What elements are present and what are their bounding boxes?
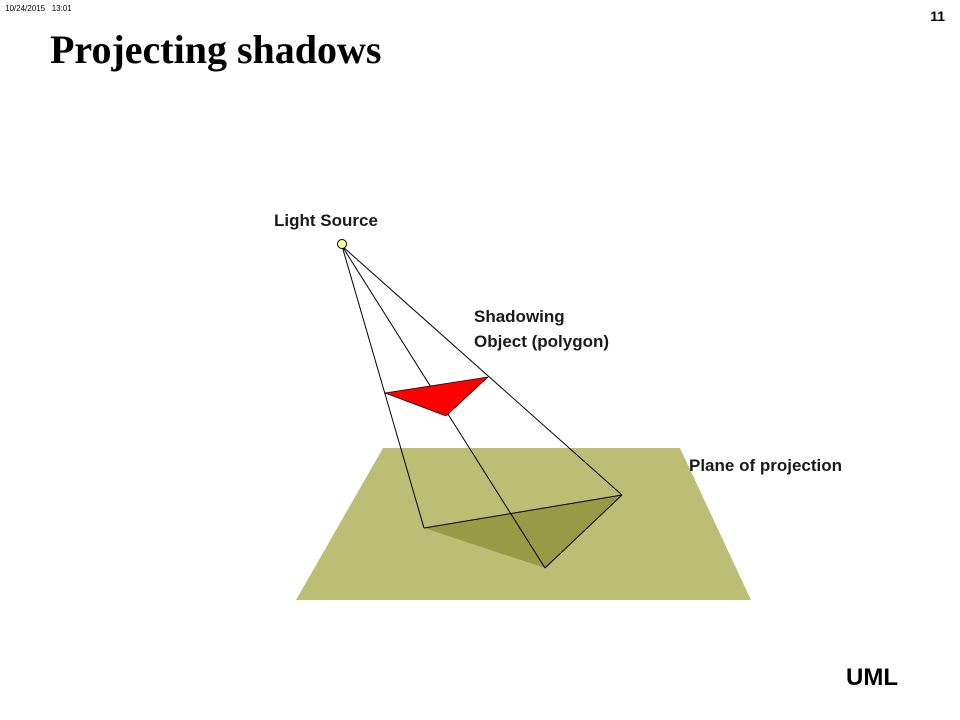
light-source-point xyxy=(337,239,347,249)
footer-label: UML xyxy=(846,664,898,691)
object-label-line1: Shadowing xyxy=(474,307,565,326)
light-source-label: Light Source xyxy=(274,211,378,230)
object-label-line2: Object (polygon) xyxy=(474,332,609,351)
shadowing-polygon xyxy=(383,376,490,417)
shadow-edge-right xyxy=(544,494,623,569)
timestamp: 10/24/2015 13:01 xyxy=(5,4,72,13)
projected-shadow xyxy=(424,495,622,568)
ray-right xyxy=(341,245,623,496)
shadow-edge-top xyxy=(423,494,623,529)
page-title: Projecting shadows xyxy=(50,27,382,72)
plane-label: Plane of projection xyxy=(689,456,842,475)
page-number: 11 xyxy=(930,8,945,24)
ray-left xyxy=(341,245,425,529)
